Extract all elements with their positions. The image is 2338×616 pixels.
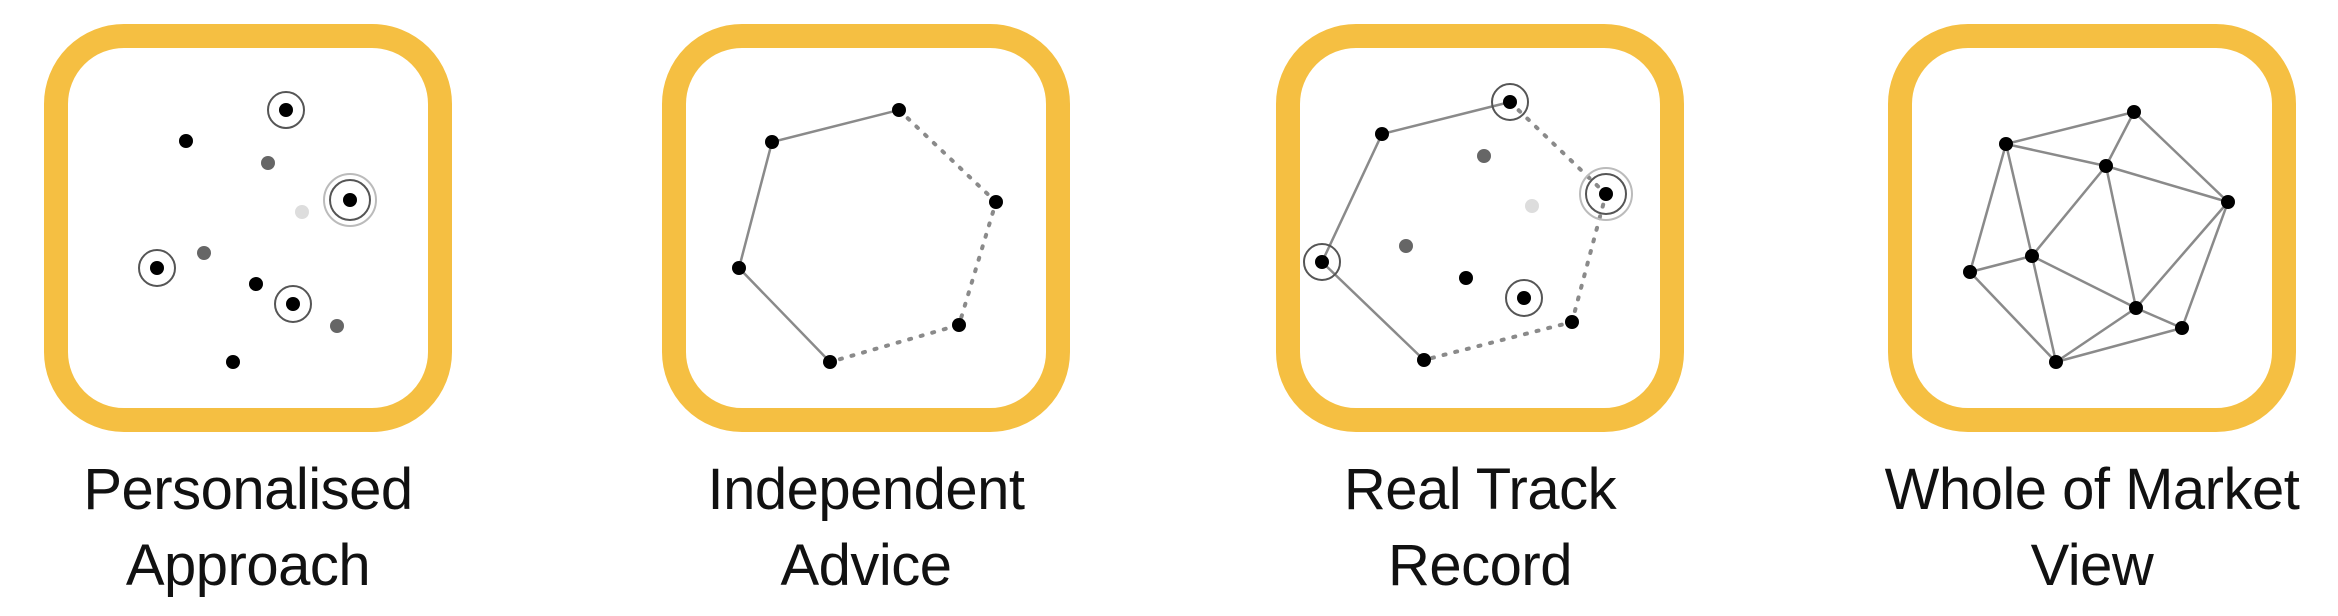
caption-line-1: Whole of Market: [1884, 457, 2300, 522]
caption-line-2: Advice: [780, 533, 952, 598]
feature-personalised-approach: Personalised Approach: [0, 0, 528, 616]
caption-line-2: Record: [1388, 533, 1572, 598]
feature-caption: Personalised Approach: [0, 452, 528, 604]
icon-tile: [658, 20, 1074, 436]
feature-real-track-record: Real Track Record: [1200, 0, 1760, 616]
icon-tile: [40, 20, 456, 436]
caption-line-1: Personalised: [83, 457, 413, 522]
scattered-dots-icon: [44, 24, 452, 432]
tracked-network-icon: [1276, 24, 1684, 432]
feature-caption: Whole of Market View: [1812, 452, 2338, 604]
feature-whole-of-market-view: Whole of Market View: [1812, 0, 2338, 616]
icon-tile: [1272, 20, 1688, 436]
feature-independent-advice: Independent Advice: [586, 0, 1146, 616]
feature-caption: Independent Advice: [586, 452, 1146, 604]
hexagon-network-icon: [662, 24, 1070, 432]
caption-line-1: Real Track: [1343, 457, 1617, 522]
feature-caption: Real Track Record: [1200, 452, 1760, 604]
caption-line-2: View: [2030, 533, 2154, 598]
caption-line-1: Independent: [707, 457, 1025, 522]
full-mesh-network-icon: [1888, 24, 2296, 432]
icon-tile: [1884, 20, 2300, 436]
caption-line-2: Approach: [125, 533, 371, 598]
